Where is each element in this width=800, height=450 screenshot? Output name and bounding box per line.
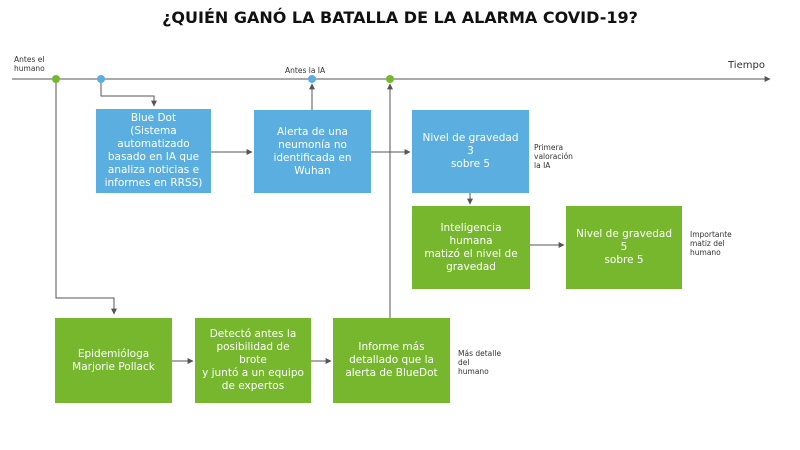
timeline-end-label: Tiempo xyxy=(728,60,765,71)
box-pollack: Epidemióloga Marjorie Pollack xyxy=(55,318,172,403)
page-title: ¿QUIÉN GANÓ LA BATALLA DE LA ALARMA COVI… xyxy=(162,8,638,27)
timeline-dot-bluedot xyxy=(97,75,105,83)
note-primera: Primera valoración la IA xyxy=(534,143,573,170)
box-nivel5: Nivel de gravedad 5 sobre 5 xyxy=(566,206,682,289)
box-matizo: Inteligencia humana matizó el nivel de g… xyxy=(412,206,530,289)
timeline-ia-label: Antes la IA xyxy=(285,66,326,75)
note-mas-detalle: Más detalle del humano xyxy=(458,349,502,376)
box-bluedot: Blue Dot (Sistema automatizado basado en… xyxy=(96,109,211,193)
connector-timeline-bluedot xyxy=(100,79,157,107)
box-informe: Informe más detallado que la alerta de B… xyxy=(333,318,450,403)
note-importante: Importante matiz del humano xyxy=(690,230,732,257)
timeline-start-label: Antes el humano xyxy=(14,55,45,73)
timeline-dot-informe xyxy=(386,75,394,83)
timeline-dot-ia xyxy=(308,75,316,83)
box-detecto: Detectó antes la posibilidad de brote y … xyxy=(195,318,311,403)
box-nivel3: Nivel de gravedad 3 sobre 5 xyxy=(412,110,529,193)
timeline-dot-human xyxy=(52,75,60,83)
connector-timeline-pollack xyxy=(55,79,117,315)
box-alerta: Alerta de una neumonía no identificada e… xyxy=(254,110,371,193)
